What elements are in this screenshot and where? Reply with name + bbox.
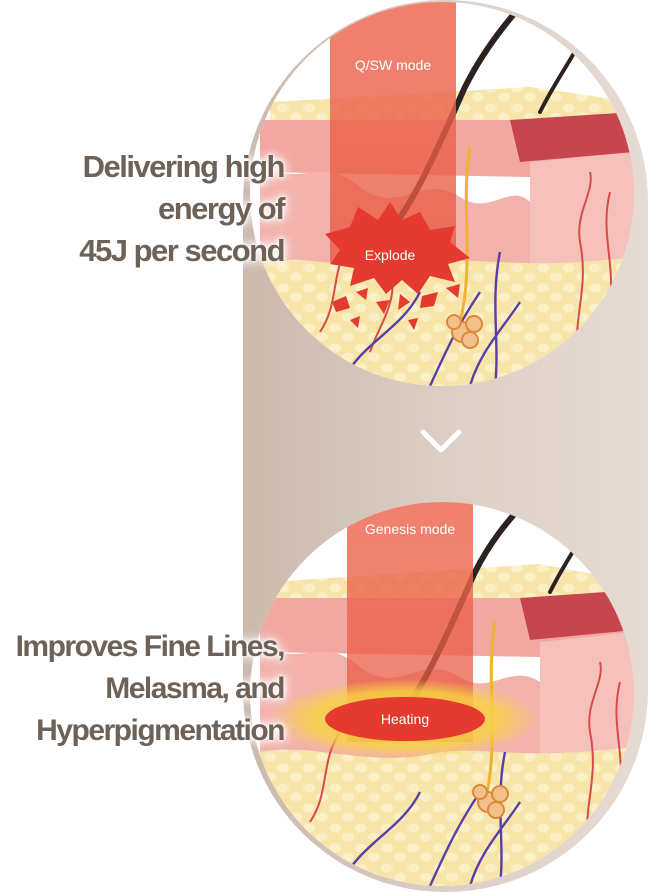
- chevron-down-icon: [419, 428, 463, 456]
- headline-line: Delivering high: [4, 146, 284, 188]
- mode-label: Q/SW mode: [355, 57, 431, 73]
- effect-label: Explode: [365, 247, 416, 263]
- effect-label: Heating: [381, 711, 429, 727]
- mode-label: Genesis mode: [365, 521, 455, 537]
- headline-line: Hyperpigmentation: [0, 710, 284, 752]
- headline-line: energy of: [4, 188, 284, 230]
- fat-layer-bottom: [260, 747, 634, 886]
- headline-genesis: Improves Fine Lines, Melasma, and Hyperp…: [0, 626, 284, 752]
- skin-cross-section-bottom: Genesis mode Heating: [250, 502, 634, 886]
- qsw-mode-skin-diagram: Q/SW mode Explode: [250, 2, 634, 386]
- headline-line: Improves Fine Lines,: [0, 626, 284, 668]
- genesis-mode-skin-diagram: Genesis mode Heating: [250, 502, 634, 886]
- headline-line: 45J per second: [4, 230, 284, 272]
- skin-cross-section-top: Q/SW mode Explode: [250, 2, 634, 386]
- headline-qsw: Delivering high energy of 45J per second: [4, 146, 284, 272]
- headline-line: Melasma, and: [0, 668, 284, 710]
